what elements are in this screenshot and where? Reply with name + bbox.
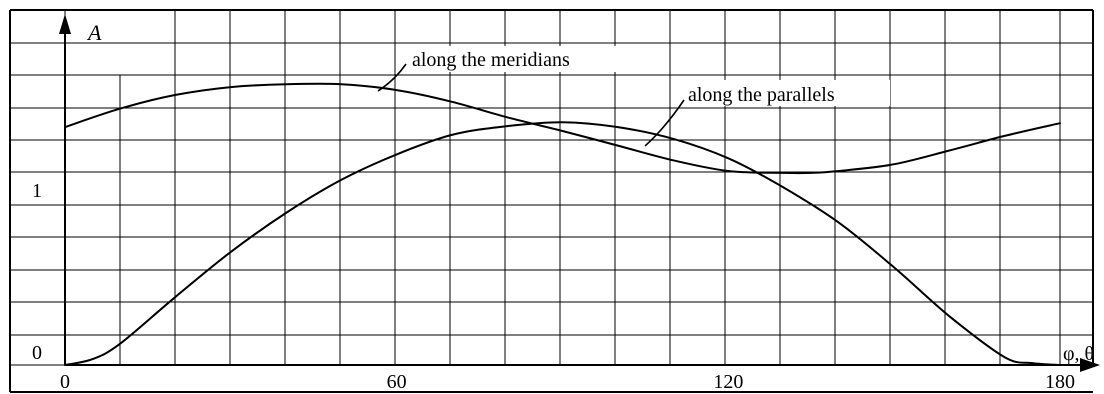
series-label-meridians: along the meridians <box>412 49 570 71</box>
series-lines <box>64 82 1061 366</box>
series-line-meridians <box>64 82 1061 175</box>
series-label-parallels-bg <box>684 80 890 106</box>
labels: along the meridians along the parallels <box>377 46 890 147</box>
chart-frame <box>9 9 1094 393</box>
axes: Aφ, θ 0 60 120 180 0 1 <box>32 11 1100 393</box>
series-line-parallels <box>64 121 1061 366</box>
y-axis-arrow <box>59 14 71 34</box>
x-tick-label: 60 <box>387 371 407 393</box>
xlabel-cell-bg <box>1061 336 1092 364</box>
x-axis-title: φ, θ <box>1063 343 1094 365</box>
ylabel-cell-bg <box>66 11 119 42</box>
y-tick-label: 1 <box>32 180 42 202</box>
x-tick-label: 120 <box>713 371 743 393</box>
x-axis-arrow <box>1080 358 1100 372</box>
series-label-parallels: along the parallels <box>688 84 835 106</box>
x-tick-label: 180 <box>1045 371 1075 393</box>
x-tick-label: 0 <box>60 371 70 393</box>
y-axis-title: A <box>86 20 102 45</box>
series-label-meridians-leader <box>377 63 407 92</box>
y-tick-label: 0 <box>32 342 42 364</box>
series-label-meridians-bg <box>408 46 618 72</box>
series-label-parallels-leader <box>644 99 685 147</box>
